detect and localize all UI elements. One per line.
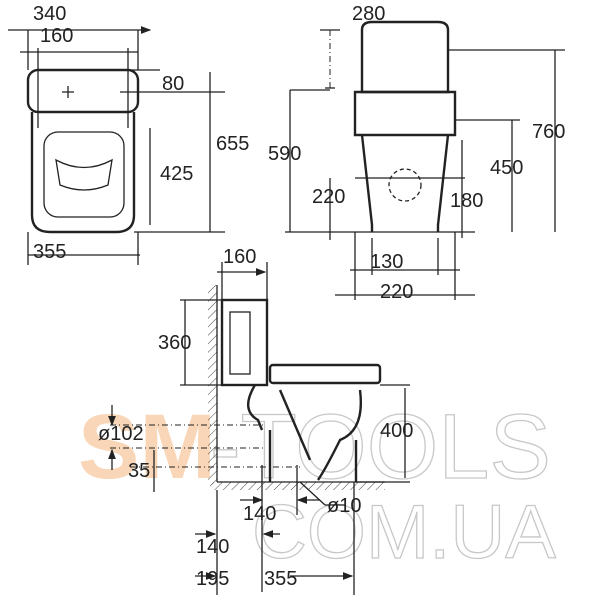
dim-tank-offset: 160: [223, 246, 256, 268]
dim-outlet-to-front: 355: [264, 568, 297, 590]
dim-seat-depth: 425: [160, 163, 193, 185]
dim-outlet-offset: 180: [450, 190, 483, 212]
tank-top-outline: [26, 68, 140, 114]
dim-outlet-floor: 35: [128, 460, 150, 482]
dim-foot-outer: 220: [380, 281, 413, 303]
dim-wall-to-fix: 140: [196, 536, 229, 558]
dim-total-depth: 655: [216, 133, 249, 155]
dim-bottom-width: 355: [33, 241, 66, 263]
tank-front-outline: [360, 20, 450, 94]
dim-top-width: 340: [33, 3, 66, 25]
seat-side-outline: [268, 363, 382, 385]
pedestal-front-outline: [360, 134, 450, 232]
side-view: 160 360 400 ø102 35 140 ø10 140 195 355: [98, 246, 413, 595]
dim-bowl-height: 400: [380, 420, 413, 442]
bowl-side-outline: [247, 384, 362, 482]
watermark-sm: SM: [78, 396, 216, 498]
dim-fix-spacing: 140: [243, 503, 276, 525]
dim-inlet-offset: 80: [162, 73, 184, 95]
bowl-top-outline: [30, 112, 136, 234]
top-view: 340 160 80 655 425 355: [8, 3, 249, 265]
dim-seat-height: 450: [490, 157, 523, 179]
dim-inlet-spacing: 160: [40, 25, 73, 47]
dim-total-height: 760: [532, 121, 565, 143]
tank-side-outline: [220, 298, 269, 387]
dim-outlet-height: 220: [312, 186, 345, 208]
dim-fix-hole: ø10: [327, 495, 361, 517]
dim-tank-height: 360: [158, 332, 191, 354]
front-view: 280 590 220 450 760 180 130 220: [268, 3, 565, 303]
dim-inlet-height: 590: [268, 143, 301, 165]
dim-foot-inner: 130: [370, 251, 403, 273]
dim-front-top: 280: [352, 3, 385, 25]
dim-wall-to-outlet: 195: [196, 568, 229, 590]
dim-outlet-diameter: ø102: [98, 423, 144, 445]
seat-front-outline: [353, 90, 457, 137]
